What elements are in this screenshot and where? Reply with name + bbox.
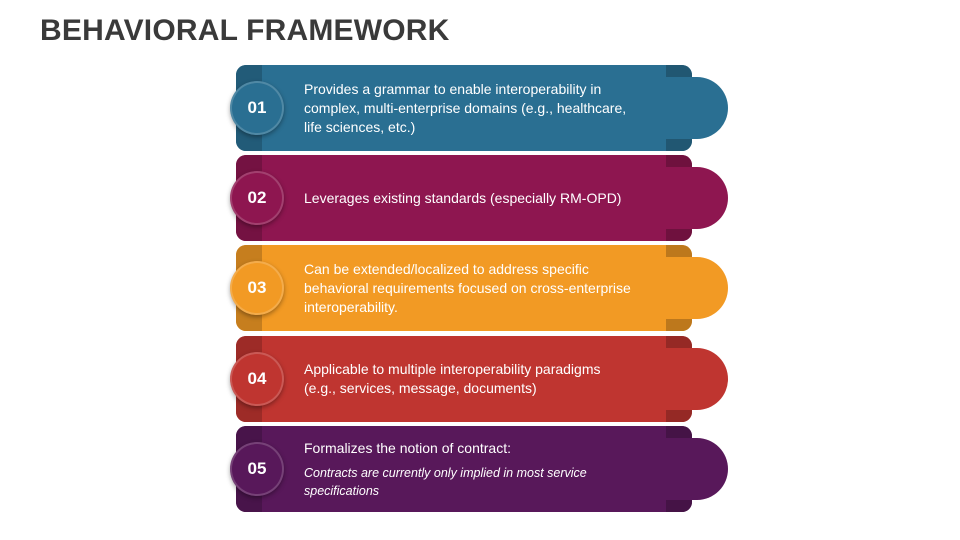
item-text: Provides a grammar to enable interoperab… bbox=[304, 65, 634, 151]
item-fold-bottom bbox=[666, 500, 692, 512]
framework-item-5: 05 Formalizes the notion of contract: Co… bbox=[230, 426, 728, 512]
item-panel bbox=[236, 65, 692, 151]
item-text: Formalizes the notion of contract: Contr… bbox=[304, 426, 634, 512]
item-description: Leverages existing standards (especially… bbox=[304, 189, 622, 206]
item-panel bbox=[236, 426, 692, 512]
item-number-badge: 02 bbox=[230, 171, 284, 225]
item-text: Leverages existing standards (especially… bbox=[304, 155, 634, 241]
item-panel bbox=[236, 245, 692, 331]
item-description: Can be extended/localized to address spe… bbox=[304, 260, 631, 315]
framework-item-1: 01 Provides a grammar to enable interope… bbox=[230, 65, 728, 151]
framework-item-4: 04 Applicable to multiple interoperabili… bbox=[230, 336, 728, 422]
item-fold-bottom bbox=[666, 319, 692, 331]
item-fold-bottom bbox=[666, 139, 692, 151]
item-number-badge: 03 bbox=[230, 261, 284, 315]
item-fold-top bbox=[666, 245, 692, 257]
item-panel bbox=[236, 336, 692, 422]
page-title: BEHAVIORAL FRAMEWORK bbox=[40, 14, 450, 47]
item-text: Applicable to multiple interoperability … bbox=[304, 336, 634, 422]
item-panel bbox=[236, 155, 692, 241]
item-fold-top bbox=[666, 336, 692, 348]
item-description: Applicable to multiple interoperability … bbox=[304, 361, 601, 396]
item-number-badge: 01 bbox=[230, 81, 284, 135]
item-fold-top bbox=[666, 155, 692, 167]
item-number-badge: 04 bbox=[230, 352, 284, 406]
item-fold-bottom bbox=[666, 229, 692, 241]
item-fold-top bbox=[666, 65, 692, 77]
item-description: Provides a grammar to enable interoperab… bbox=[304, 80, 627, 135]
item-subtext: Contracts are currently only implied in … bbox=[304, 465, 587, 498]
framework-item-3: 03 Can be extended/localized to address … bbox=[230, 245, 728, 331]
framework-item-2: 02 Leverages existing standards (especia… bbox=[230, 155, 728, 241]
item-fold-bottom bbox=[666, 410, 692, 422]
item-fold-top bbox=[666, 426, 692, 438]
item-text: Can be extended/localized to address spe… bbox=[304, 245, 634, 331]
item-description: Formalizes the notion of contract: bbox=[304, 439, 511, 456]
item-number-badge: 05 bbox=[230, 442, 284, 496]
